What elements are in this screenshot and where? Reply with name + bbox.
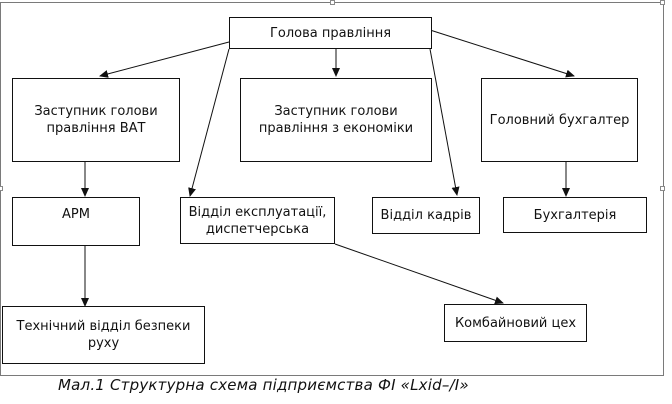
box-safety-label: Технічний відділ безпеки руху (16, 319, 191, 351)
box-chief-accountant: Головний бухгалтер (481, 78, 638, 162)
arrow-head-to-deputy-vat (99, 41, 230, 78)
arrow-operations-to-combine (334, 243, 504, 305)
box-arm-label: АРМ (62, 207, 90, 222)
resize-handle-right[interactable] (660, 186, 665, 191)
box-deputy-vat: Заступник голови правління ВАТ (12, 78, 180, 162)
resize-handle-left[interactable] (0, 186, 3, 191)
box-chief-accountant-label: Головний бухгалтер (489, 112, 630, 128)
arrow-head-to-hr (429, 48, 460, 196)
box-hr: Відділ кадрів (372, 197, 480, 234)
resize-handle-top-right[interactable] (660, 0, 665, 5)
box-accounting: Бухгалтерія (503, 197, 647, 233)
box-head: Голова правління (229, 17, 432, 49)
box-combine: Комбайновий цех (444, 304, 587, 342)
box-arm: АРМ (12, 197, 140, 246)
box-operations-label: Відділ експлуатації, диспетчерська (188, 204, 327, 237)
box-head-label: Голова правління (269, 25, 392, 41)
arrow-head-to-operations (188, 48, 230, 197)
resize-handle-top[interactable] (330, 0, 335, 5)
box-deputy-vat-label: Заступник голови правління ВАТ (34, 104, 158, 136)
box-combine-label: Комбайновий цех (454, 315, 577, 331)
figure-caption: Мал.1 Структурна схема підприємства ФІ «… (58, 376, 469, 394)
box-accounting-label: Бухгалтерія (533, 207, 617, 223)
box-deputy-econ-label: Заступник голови правління з економіки (258, 104, 414, 136)
box-safety: Технічний відділ безпеки руху (2, 306, 205, 364)
box-hr-label: Відділ кадрів (380, 208, 472, 223)
arrow-head-to-chief-accountant (429, 29, 575, 78)
box-deputy-econ: Заступник голови правління з економіки (240, 78, 432, 162)
box-operations: Відділ експлуатації, диспетчерська (180, 197, 335, 244)
